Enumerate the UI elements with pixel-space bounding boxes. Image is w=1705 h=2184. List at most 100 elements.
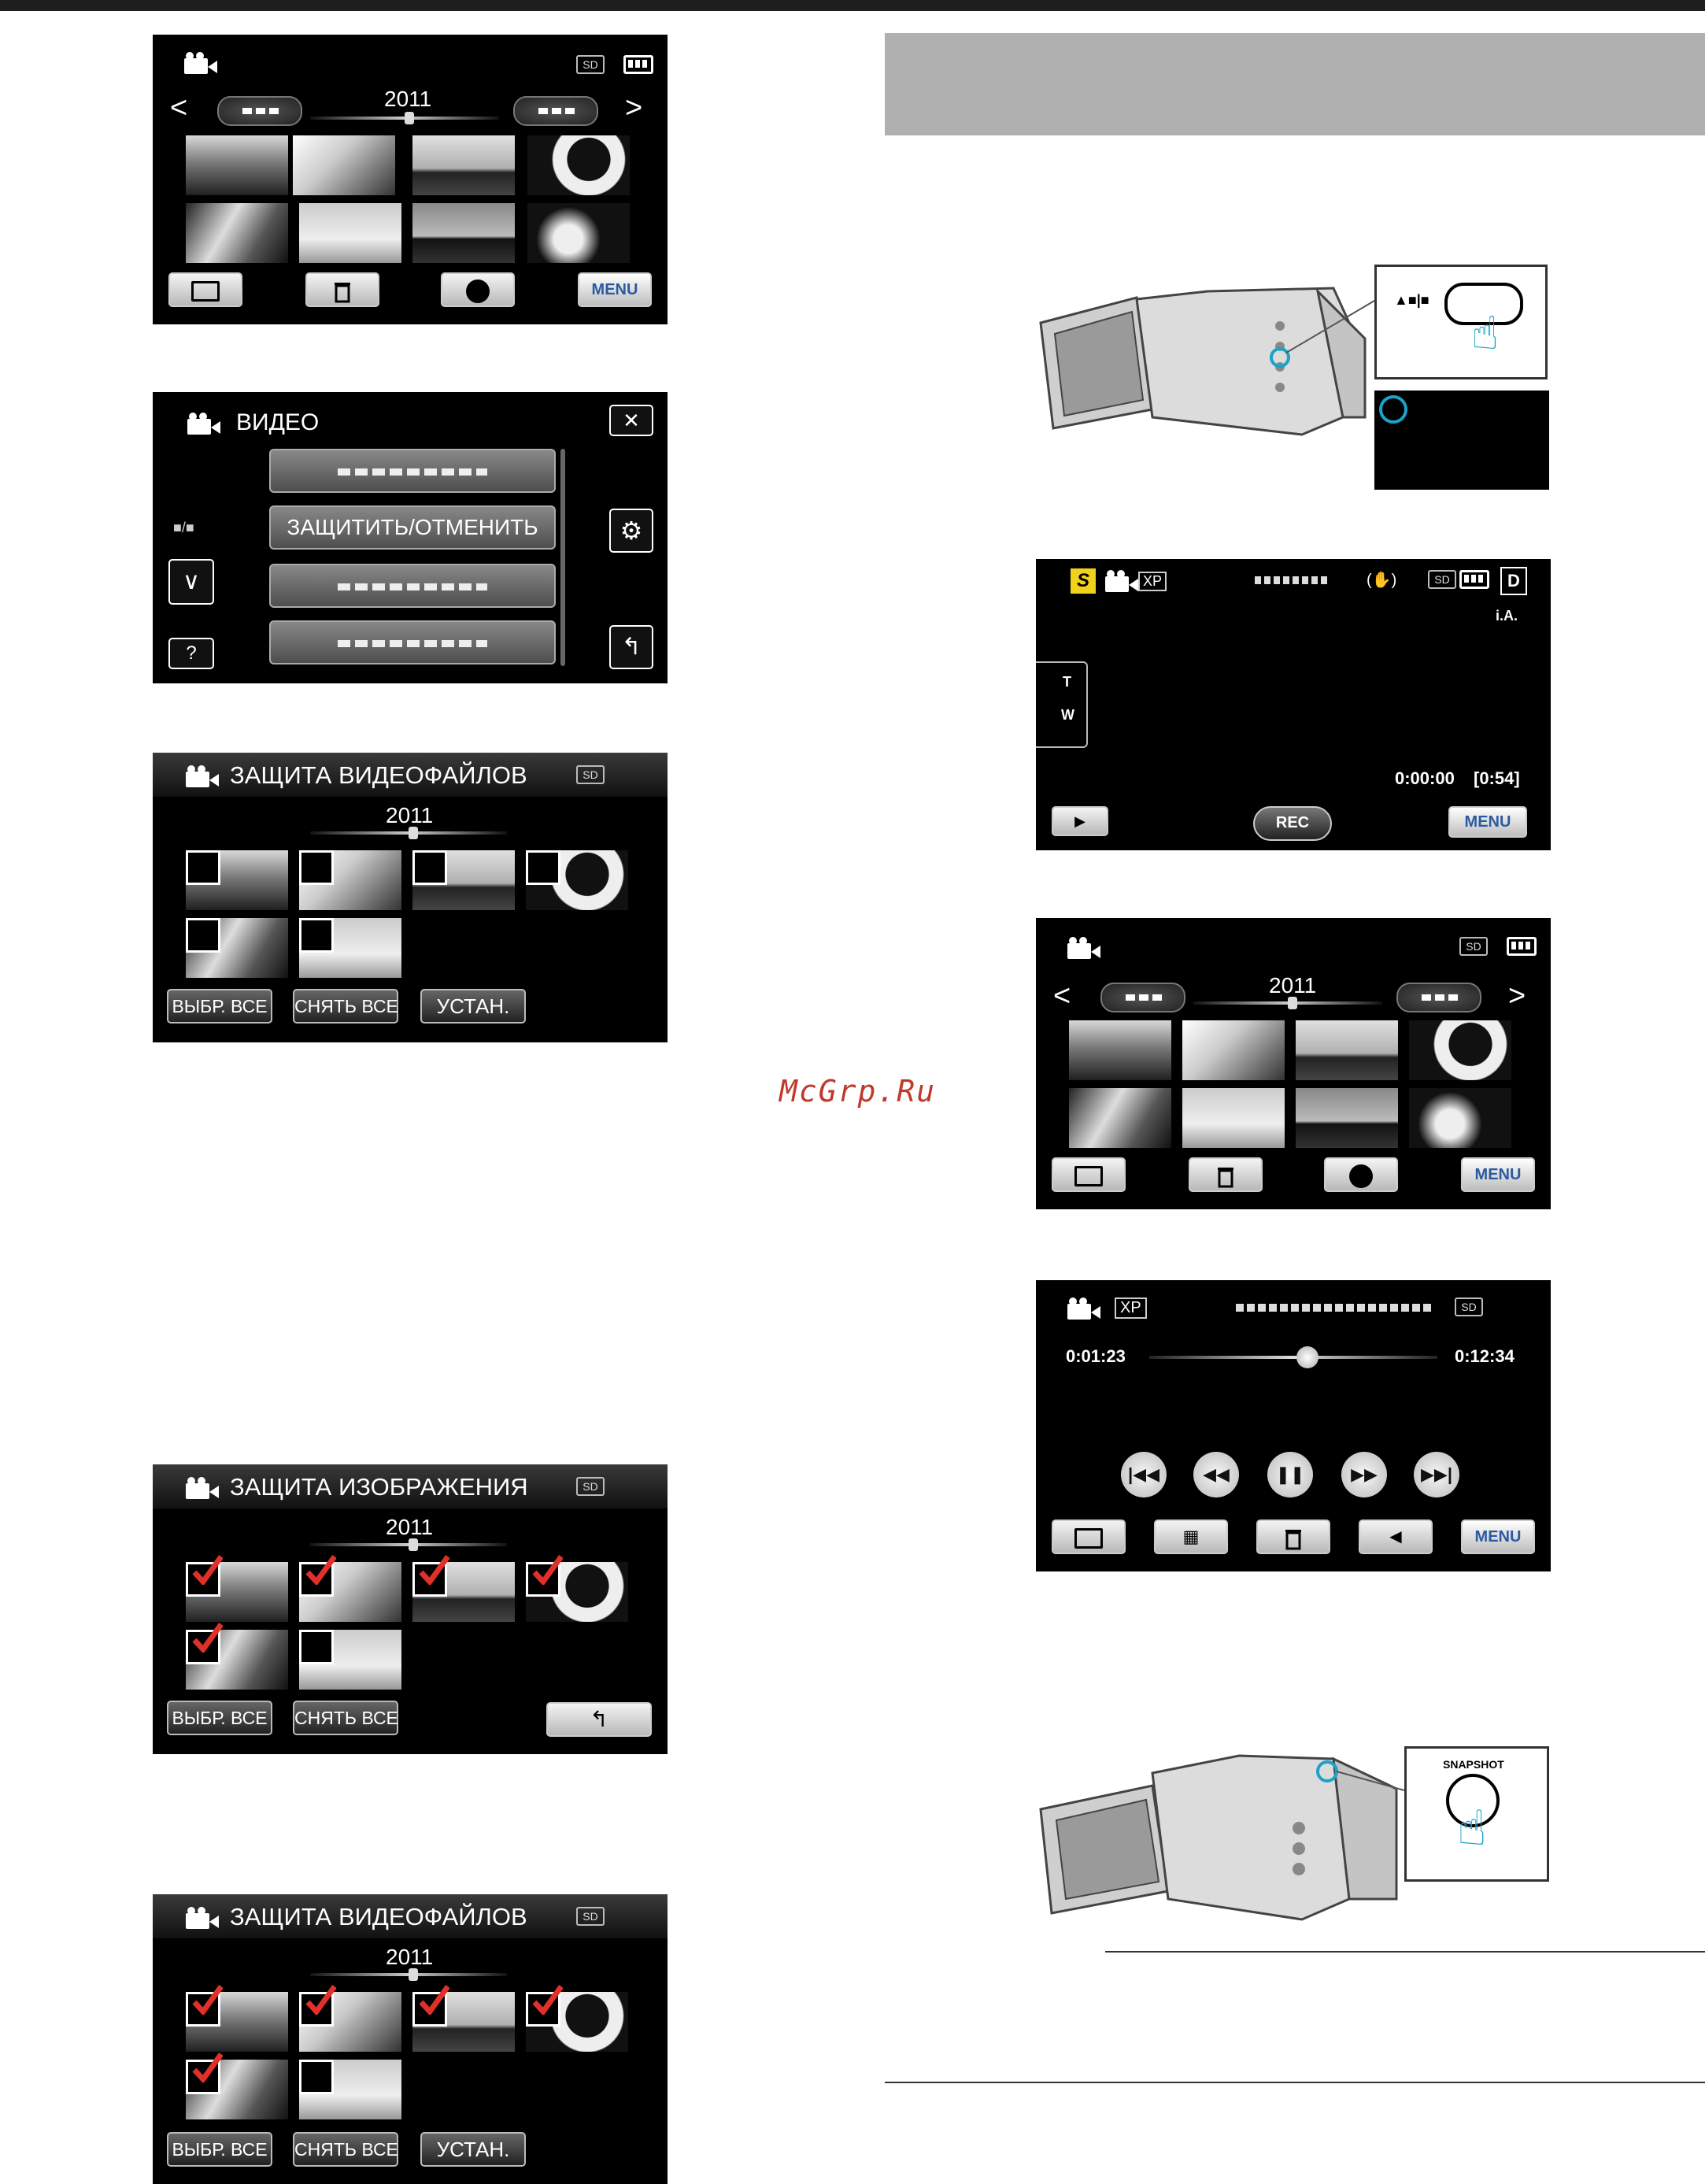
- menu-button[interactable]: MENU: [1461, 1157, 1535, 1192]
- checkbox[interactable]: [299, 2060, 334, 2094]
- record-mode-button[interactable]: [168, 272, 242, 307]
- prev-date-pill[interactable]: [217, 96, 302, 126]
- checkbox-checked[interactable]: [526, 1984, 563, 2027]
- playback-mode-button[interactable]: ▶: [1052, 806, 1108, 836]
- thumbnail[interactable]: [1182, 1020, 1285, 1080]
- thumbnail[interactable]: [412, 203, 515, 263]
- checkbox-checked[interactable]: [412, 1984, 449, 2027]
- seek-knob[interactable]: [1296, 1346, 1319, 1368]
- checkbox-checked[interactable]: [186, 1984, 223, 2027]
- return-button[interactable]: ↰: [609, 625, 653, 669]
- thumbnail[interactable]: [186, 203, 288, 263]
- menu-item[interactable]: [269, 620, 556, 664]
- prev-date-pill[interactable]: [1100, 983, 1185, 1012]
- menu-scrollbar[interactable]: [560, 449, 565, 666]
- menu-item[interactable]: [269, 564, 556, 608]
- settings-button[interactable]: ⚙: [609, 509, 653, 553]
- rewind-button[interactable]: ◀◀: [1193, 1452, 1239, 1497]
- record-mode-button[interactable]: [1052, 1520, 1126, 1554]
- pause-button[interactable]: ❚❚: [1267, 1452, 1313, 1497]
- checkbox[interactable]: [186, 850, 220, 885]
- thumbnail[interactable]: [299, 203, 401, 263]
- timeline-slider[interactable]: [310, 1968, 507, 1981]
- timeline-slider[interactable]: [310, 1538, 507, 1551]
- checkbox-checked[interactable]: [186, 2052, 223, 2094]
- prev-arrow-button[interactable]: <: [170, 91, 188, 124]
- timeline-slider[interactable]: [310, 112, 499, 124]
- delete-button[interactable]: [1256, 1520, 1330, 1554]
- checkbox-checked[interactable]: [299, 1984, 336, 2027]
- snapshot-button[interactable]: [1446, 1774, 1500, 1827]
- video-mode-indicator: [1379, 395, 1407, 424]
- checkbox-checked[interactable]: [186, 1622, 223, 1664]
- menu-button[interactable]: MENU: [578, 272, 652, 307]
- timeline-slider[interactable]: [1193, 997, 1382, 1009]
- prev-arrow-button[interactable]: <: [1053, 979, 1071, 1012]
- next-arrow-button[interactable]: >: [1508, 979, 1526, 1012]
- checkbox[interactable]: [299, 1630, 334, 1664]
- delete-button[interactable]: [1189, 1157, 1263, 1192]
- thumbnail[interactable]: [527, 135, 630, 195]
- menu-item[interactable]: [269, 449, 556, 493]
- thumbnail[interactable]: [186, 135, 288, 195]
- thumbnail[interactable]: [1409, 1088, 1511, 1148]
- next-date-pill[interactable]: [513, 96, 598, 126]
- menu-button[interactable]: MENU: [1448, 806, 1527, 838]
- zoom-control[interactable]: T W: [1036, 661, 1088, 748]
- screen-index-right: SD < 2011 > MENU: [1036, 918, 1551, 1209]
- checkbox[interactable]: [526, 850, 560, 885]
- clear-all-button[interactable]: СНЯТЬ ВСЕ: [293, 989, 398, 1024]
- thumbnail[interactable]: [527, 203, 630, 263]
- checkbox[interactable]: [412, 850, 447, 885]
- skip-back-button[interactable]: |◀◀: [1121, 1452, 1167, 1497]
- record-mode-button[interactable]: [1052, 1157, 1126, 1192]
- thumbnail[interactable]: [1409, 1020, 1511, 1080]
- menu-button[interactable]: MENU: [1461, 1520, 1535, 1554]
- checkbox[interactable]: [299, 918, 334, 953]
- thumbnail[interactable]: [412, 135, 515, 195]
- timeline-knob[interactable]: [405, 112, 414, 124]
- checkbox[interactable]: [186, 918, 220, 953]
- thumbnail[interactable]: [1296, 1020, 1398, 1080]
- thumbnail[interactable]: [1069, 1088, 1171, 1148]
- mode-button[interactable]: [1444, 283, 1523, 325]
- set-button[interactable]: УСТАН.: [420, 2132, 526, 2167]
- sd-card-icon: SD: [1428, 570, 1456, 589]
- timeline-slider[interactable]: [310, 827, 507, 839]
- skip-forward-button[interactable]: ▶▶|: [1414, 1452, 1459, 1497]
- help-button[interactable]: ?: [168, 638, 214, 669]
- clear-all-button[interactable]: СНЯТЬ ВСЕ: [293, 2132, 398, 2167]
- scroll-down-button[interactable]: ∨: [168, 559, 214, 605]
- scene-button[interactable]: [441, 272, 515, 307]
- clear-all-button[interactable]: СНЯТЬ ВСЕ: [293, 1701, 398, 1735]
- menu-item-protect[interactable]: ЗАЩИТИТЬ/ОТМЕНИТЬ: [269, 505, 556, 550]
- checkbox[interactable]: [299, 850, 334, 885]
- return-button[interactable]: ↰: [546, 1702, 652, 1737]
- index-button[interactable]: ▦: [1154, 1520, 1228, 1554]
- select-all-button[interactable]: ВЫБР. ВСЕ: [167, 2132, 272, 2167]
- scene-button[interactable]: [1324, 1157, 1398, 1192]
- set-button[interactable]: УСТАН.: [420, 989, 526, 1024]
- fast-forward-button[interactable]: ▶▶: [1341, 1452, 1387, 1497]
- close-button[interactable]: ✕: [609, 405, 653, 436]
- next-date-pill[interactable]: [1396, 983, 1481, 1012]
- hand-pointer-icon: ☝: [1471, 308, 1500, 359]
- next-arrow-button[interactable]: >: [625, 91, 643, 124]
- volume-button[interactable]: ◀: [1359, 1520, 1433, 1554]
- thumbnail[interactable]: [1182, 1088, 1285, 1148]
- checkbox-checked[interactable]: [299, 1554, 336, 1597]
- video-camera-icon: [184, 52, 217, 74]
- checkbox-checked[interactable]: [412, 1554, 449, 1597]
- red-checkmark-icon: [305, 1554, 336, 1585]
- select-all-button[interactable]: ВЫБР. ВСЕ: [167, 989, 272, 1024]
- thumbnail[interactable]: [1069, 1020, 1171, 1080]
- thumbnail[interactable]: [293, 135, 395, 195]
- rec-button[interactable]: REC: [1253, 806, 1332, 841]
- thumbnail[interactable]: [1296, 1088, 1398, 1148]
- checkbox-checked[interactable]: [186, 1554, 223, 1597]
- red-checkmark-icon: [419, 1984, 449, 2015]
- delete-button[interactable]: [305, 272, 379, 307]
- checkbox-checked[interactable]: [526, 1554, 563, 1597]
- select-all-button[interactable]: ВЫБР. ВСЕ: [167, 1701, 272, 1735]
- seek-bar[interactable]: [1149, 1346, 1437, 1368]
